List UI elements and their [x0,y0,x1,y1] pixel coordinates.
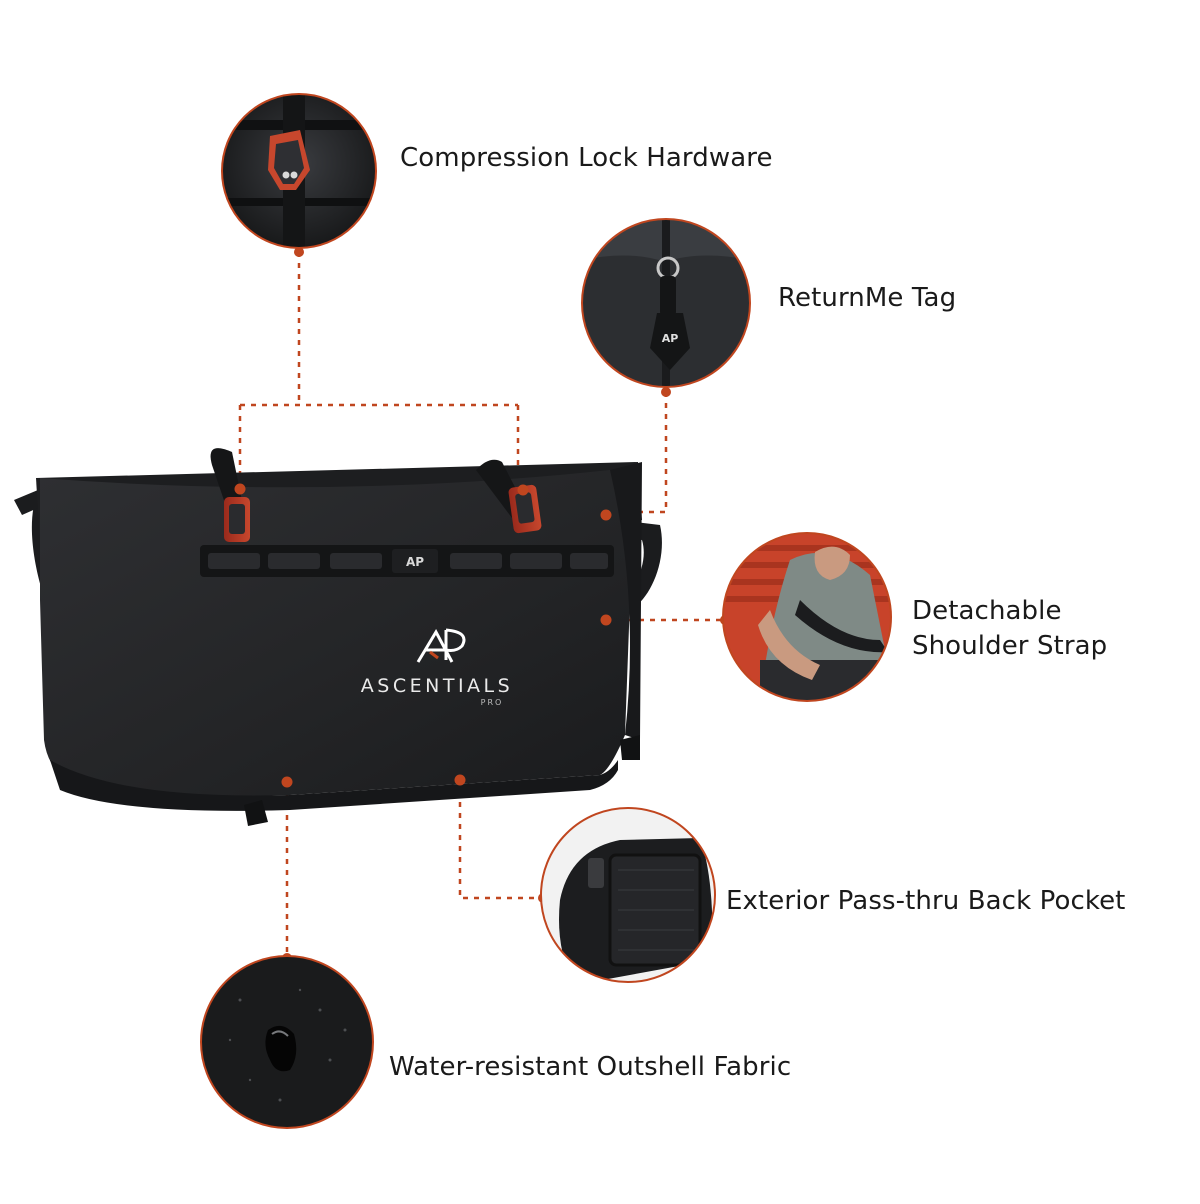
label-water-fabric: Water-resistant Outshell Fabric [389,1052,792,1082]
connector-compression [238,252,520,490]
left-handle [210,448,250,542]
shoulder-strap-photo [722,532,892,702]
compression-lock-photo [221,93,377,249]
label-compression-lock: Compression Lock Hardware [400,143,773,173]
label-shoulder-strap-line1: Detachable [912,596,1062,626]
svg-text:AP: AP [662,332,679,345]
returnme-tag-photo: AP [581,218,751,388]
bag-illustration: AP ASCENTIALS PRO [14,448,662,826]
back-pocket-photo [540,807,716,983]
water-fabric-photo [200,955,374,1129]
label-shoulder-strap: Detachable Shoulder Strap [912,594,1107,664]
brand-name: ASCENTIALS [361,675,513,697]
right-handle [476,459,542,534]
label-shoulder-strap-line2: Shoulder Strap [912,631,1108,661]
label-back-pocket: Exterior Pass-thru Back Pocket [726,886,1126,916]
brand-logo [416,628,466,663]
bag-body [40,470,633,796]
label-returnme-tag: ReturnMe Tag [778,283,957,313]
webbing-logo: AP [406,555,424,569]
connector-lines [238,252,722,958]
brand-sub: PRO [481,698,504,707]
